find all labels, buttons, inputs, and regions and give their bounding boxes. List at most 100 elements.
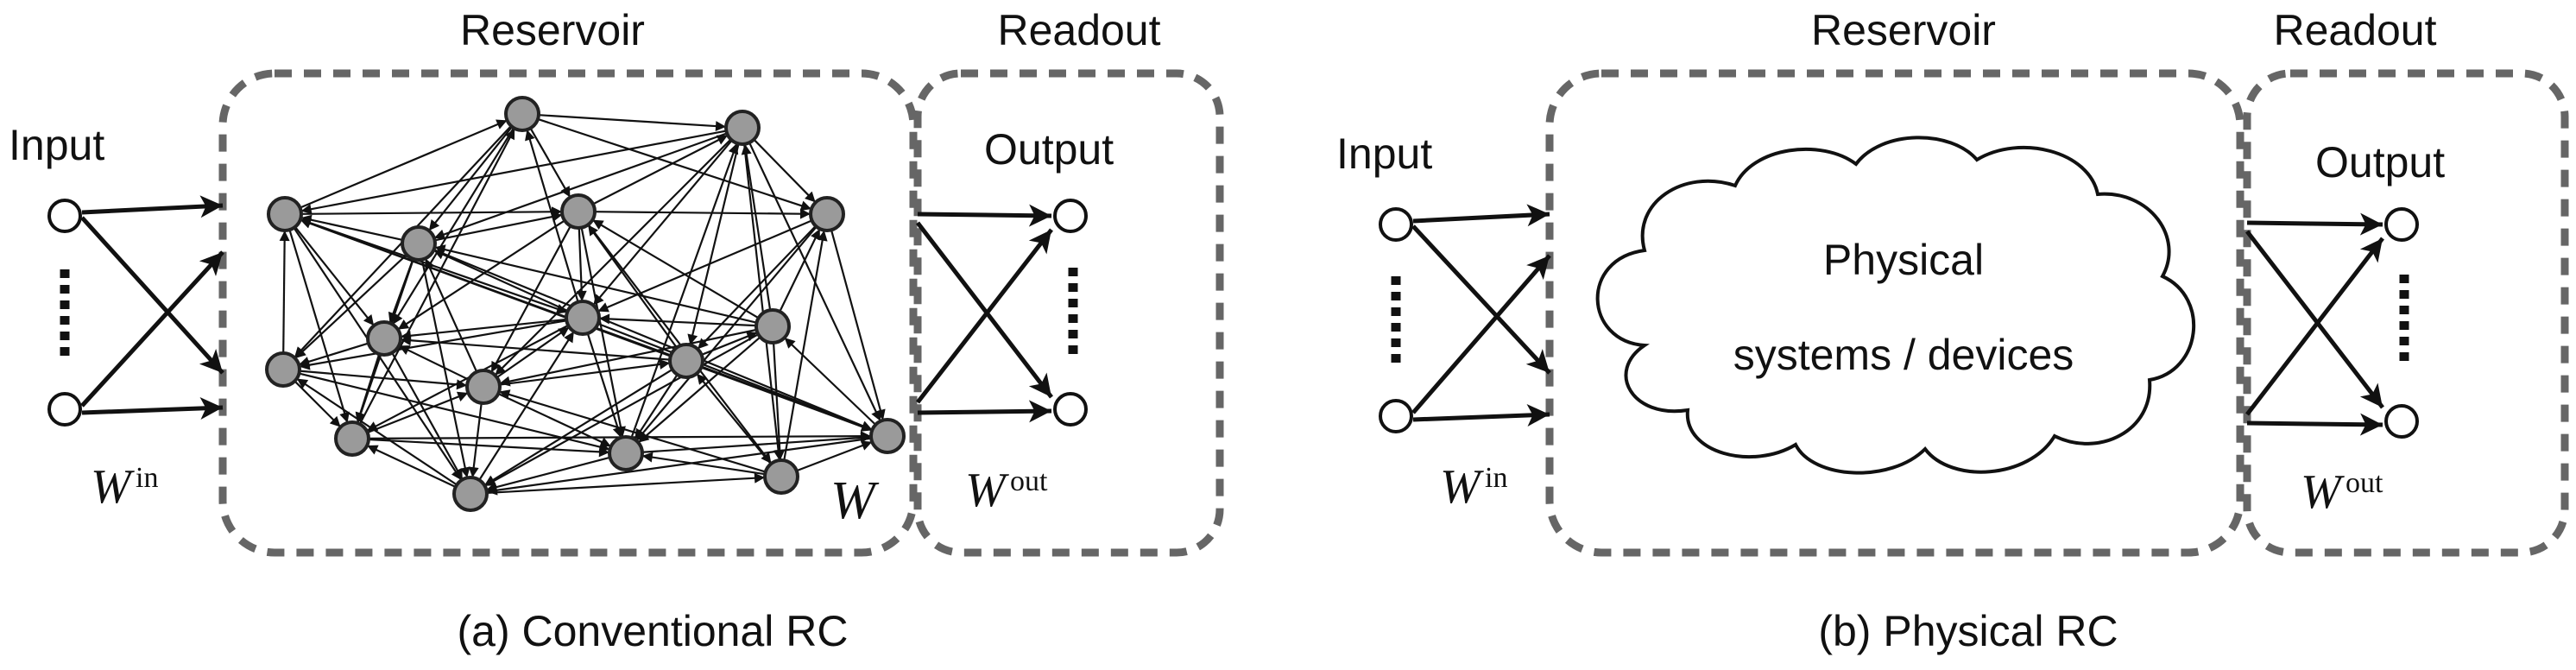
reservoir-edge xyxy=(424,257,478,373)
reservoir-edge xyxy=(587,224,678,349)
reservoir-edge xyxy=(397,219,565,331)
w-in-symbol-a: W xyxy=(91,460,135,514)
reservoir-edge xyxy=(486,437,872,496)
readout-title-a: Readout xyxy=(997,6,1160,54)
output-node-bottom-a xyxy=(1053,392,1088,427)
reservoir-edge xyxy=(641,452,766,476)
reservoir-edge xyxy=(300,119,508,209)
w-out-superscript-b: out xyxy=(2346,467,2383,499)
output-weights-arrows-b xyxy=(2245,212,2384,436)
output-node-top-b xyxy=(2384,207,2419,242)
reservoir-edge xyxy=(398,344,470,381)
reservoir-edge xyxy=(486,456,610,492)
reservoir-edge xyxy=(634,374,679,440)
reservoir-neuron xyxy=(401,225,437,262)
reservoir-neuron xyxy=(668,343,704,379)
reservoir-edge xyxy=(753,138,817,204)
reservoir-edge xyxy=(630,142,739,439)
input-node-top-b xyxy=(1379,207,1413,242)
reservoir-edge xyxy=(538,114,727,132)
cloud-text-line1: Physical xyxy=(1823,236,1984,284)
reservoir-neuron xyxy=(465,369,502,405)
reservoir-neuron xyxy=(724,110,761,146)
reservoir-edge xyxy=(468,402,483,478)
reservoir-edge xyxy=(484,333,759,487)
reservoir-edge xyxy=(299,319,567,370)
input-label-a: Input xyxy=(9,121,104,169)
reservoir-edge xyxy=(391,352,464,480)
reservoir-edge xyxy=(434,244,757,324)
reservoir-edge xyxy=(586,332,623,439)
reservoir-box-b xyxy=(1545,69,2245,557)
reservoir-edge xyxy=(783,337,877,426)
reservoir-edge xyxy=(392,127,515,326)
reservoir-edge xyxy=(288,229,350,424)
reservoir-edge xyxy=(490,225,571,373)
reservoir-neuron xyxy=(560,193,597,230)
reservoir-edge xyxy=(743,143,784,461)
reservoir-edge xyxy=(300,130,727,215)
caption-b: (b) Physical RC xyxy=(1818,607,2118,655)
reservoir-title-a: Reservoir xyxy=(460,6,645,54)
reservoir-edge xyxy=(434,212,563,242)
reservoir-edges xyxy=(279,114,886,496)
output-node-bottom-b xyxy=(2384,404,2419,439)
reservoir-edge xyxy=(355,353,381,424)
reservoir-edge xyxy=(598,313,757,327)
reservoir-neuron xyxy=(754,308,791,344)
reservoir-edge xyxy=(499,358,671,386)
reservoir-edge xyxy=(279,230,290,354)
readout-box-a xyxy=(913,69,1224,557)
reservoir-edge xyxy=(701,331,758,356)
reservoir-edge xyxy=(299,370,468,390)
reservoir-edge xyxy=(576,227,587,302)
w-out-symbol-a: W xyxy=(965,464,1009,517)
reservoir-nodes xyxy=(265,96,906,512)
physical-system-cloud xyxy=(1595,136,2196,475)
output-weights-arrows-a xyxy=(916,204,1053,423)
reservoir-edge xyxy=(294,380,342,428)
reservoir-neuron xyxy=(565,300,601,336)
caption-a: (a) Conventional RC xyxy=(458,607,849,655)
reservoir-neuron xyxy=(763,458,799,495)
w-in-symbol-b: W xyxy=(1440,460,1484,514)
input-label-b: Input xyxy=(1336,130,1432,178)
reservoir-title-b: Reservoir xyxy=(1811,6,1996,54)
reservoir-edge xyxy=(529,127,571,199)
reservoir-edge xyxy=(294,226,376,326)
cloud-text-line2: systems / devices xyxy=(1733,331,2074,379)
reservoir-edge xyxy=(696,372,772,465)
reservoir-edge xyxy=(358,128,516,425)
reservoir-edge xyxy=(830,230,886,420)
reservoir-edge xyxy=(641,433,872,453)
w-in-superscript-a: in xyxy=(136,462,158,494)
reservoir-edge xyxy=(592,139,733,307)
reservoir-edge xyxy=(592,134,729,205)
reservoir-neuron xyxy=(809,196,845,232)
input-node-bottom-a xyxy=(47,392,82,427)
reservoir-edge xyxy=(300,206,563,218)
output-label-b: Output xyxy=(2315,138,2445,186)
reservoir-edge xyxy=(635,225,818,442)
reservoir-edge xyxy=(772,342,786,461)
reservoir-edge xyxy=(486,472,766,495)
reservoir-box-a xyxy=(218,69,918,557)
reservoir-edge xyxy=(741,143,772,311)
w-out-superscript-a: out xyxy=(1010,465,1048,497)
reservoir-edge xyxy=(298,342,369,367)
w-symbol-a: W xyxy=(830,471,880,530)
reservoir-edge xyxy=(597,219,812,313)
reservoir-edge xyxy=(496,326,571,379)
w-in-superscript-b: in xyxy=(1485,462,1507,494)
reservoir-edge xyxy=(687,143,740,345)
reservoir-neuron xyxy=(366,320,402,357)
reservoir-edge xyxy=(697,224,817,351)
output-label-a: Output xyxy=(984,125,1114,174)
input-node-top-a xyxy=(47,199,82,233)
reservoir-edge xyxy=(368,438,610,458)
reservoir-neuron xyxy=(267,196,303,232)
reservoir-edge xyxy=(400,335,671,361)
reservoir-edge xyxy=(433,249,873,431)
reservoir-edge xyxy=(296,377,458,486)
